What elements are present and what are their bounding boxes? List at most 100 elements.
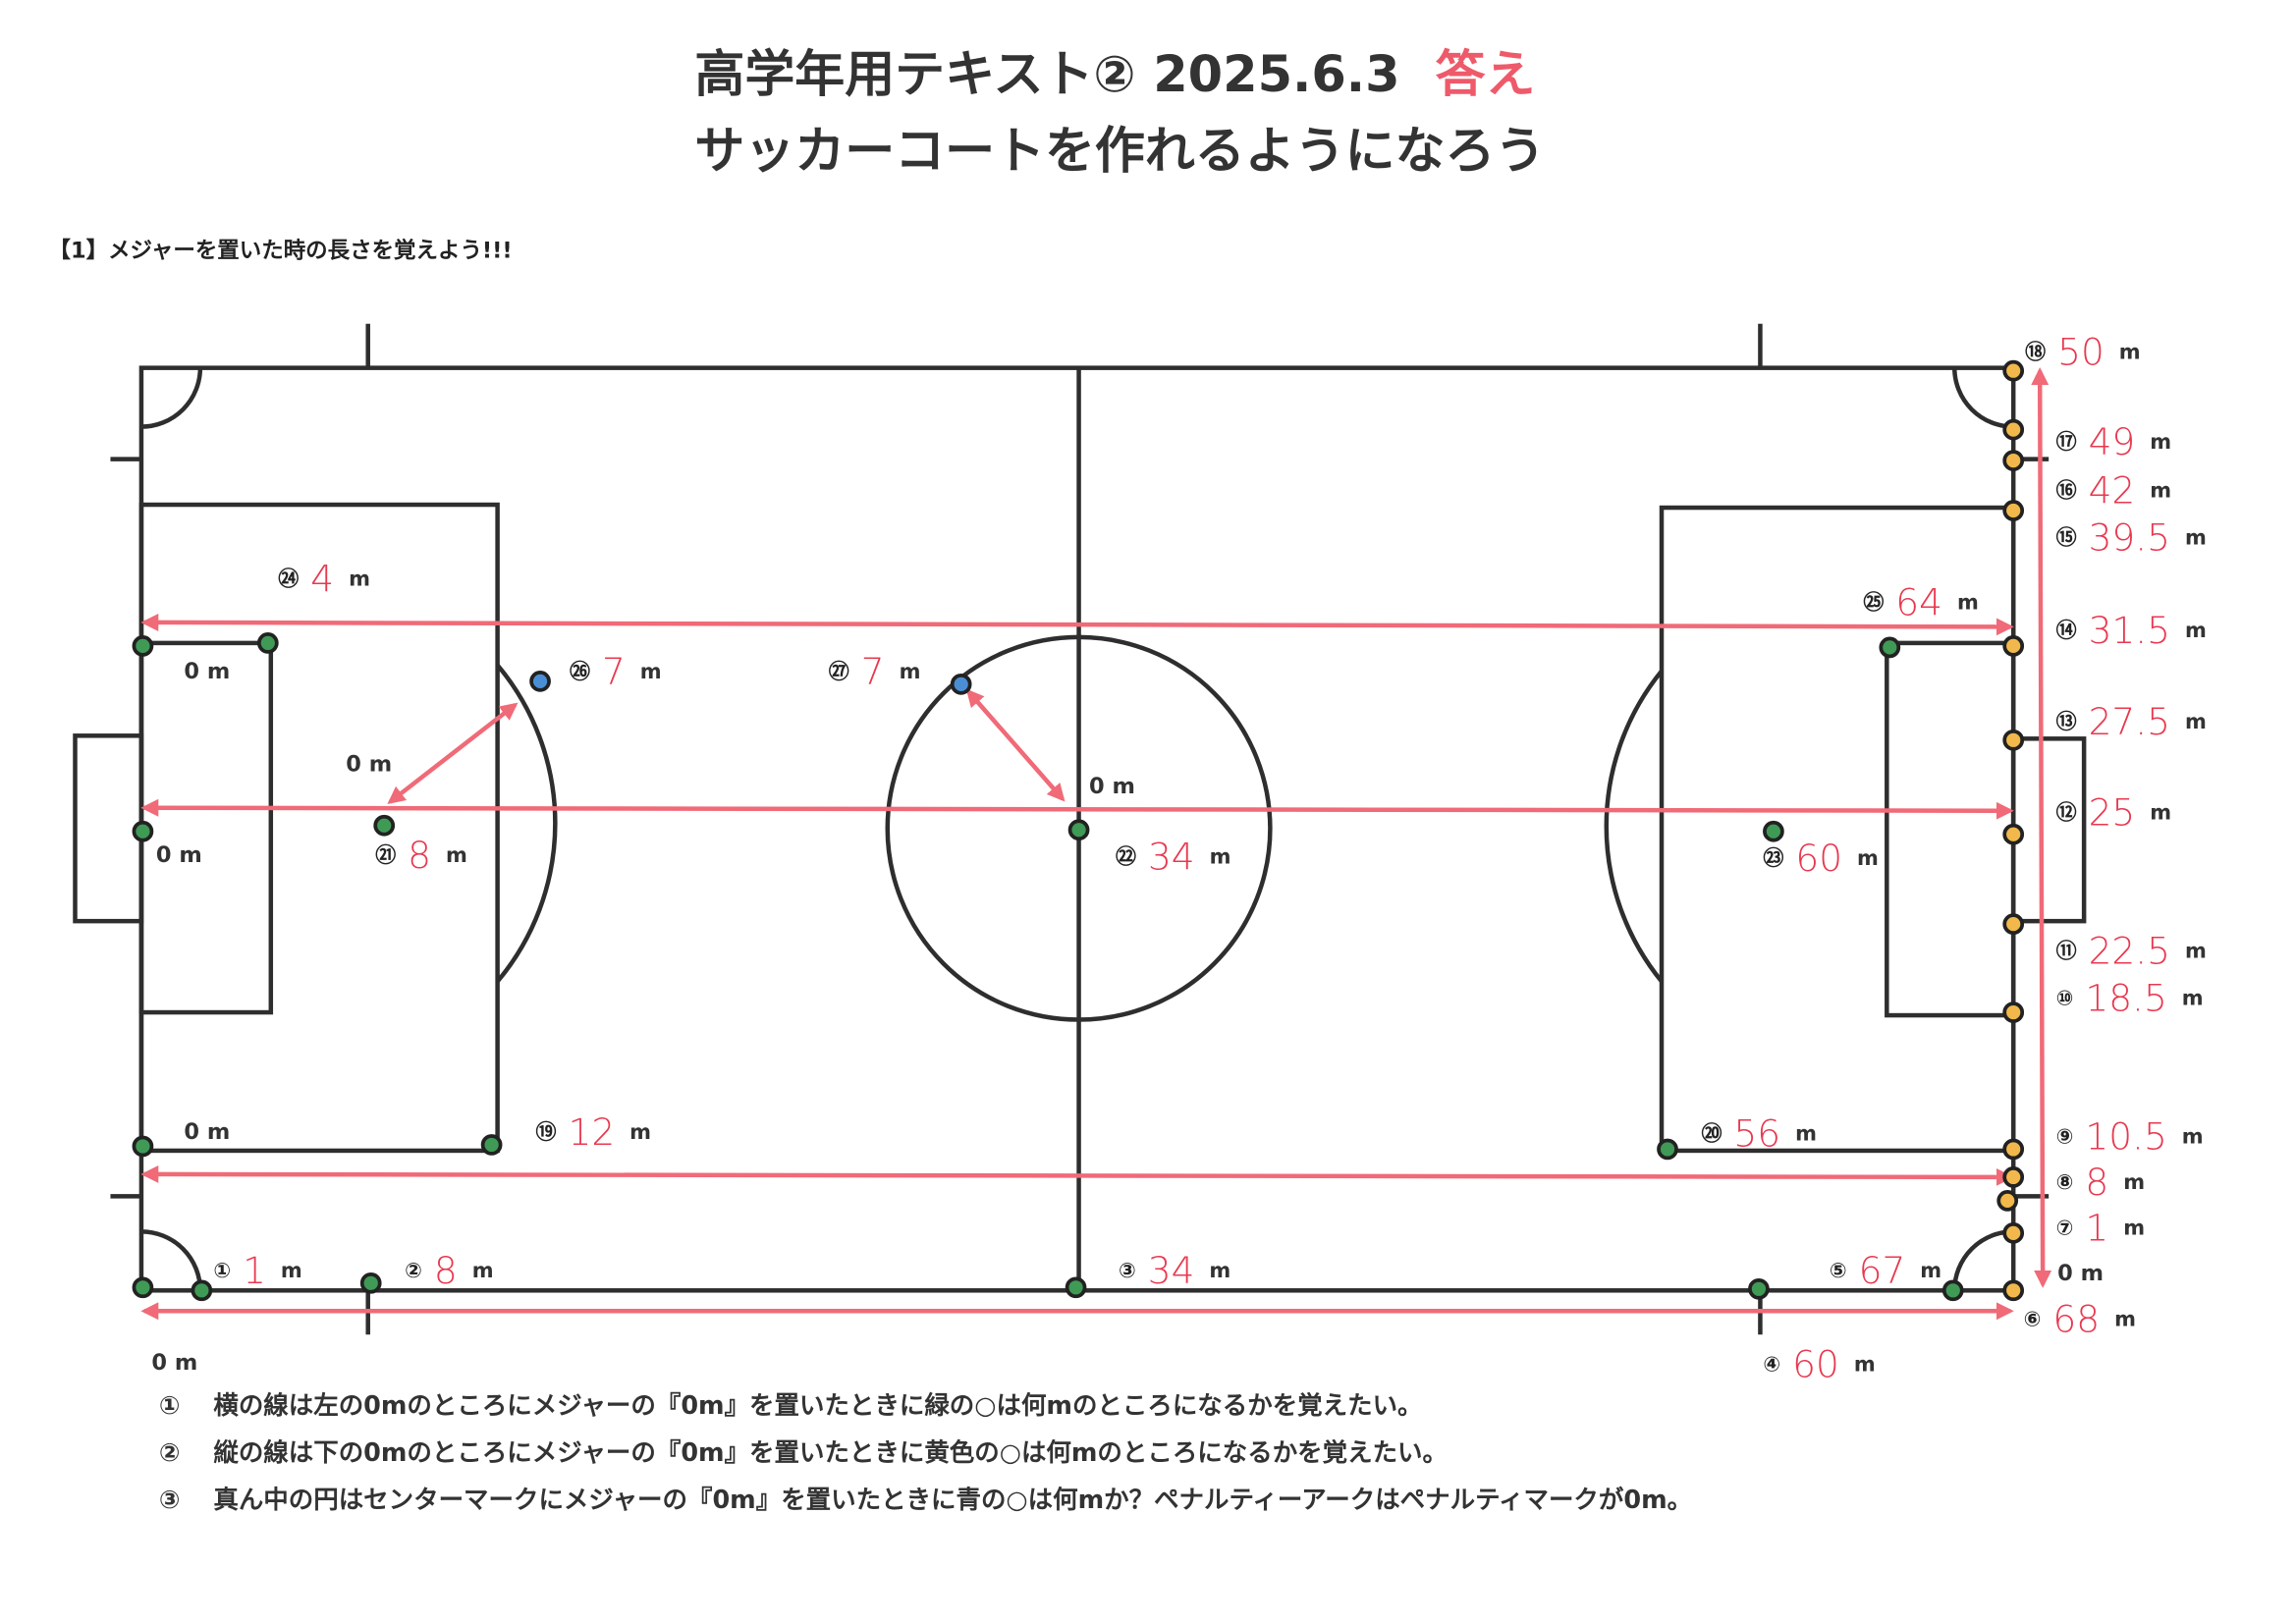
right-goal-area: [1885, 640, 2016, 1018]
zero-label: 0 m: [184, 1119, 230, 1145]
unit-label: m: [2119, 341, 2141, 364]
answer-value: 31.5: [2089, 609, 2170, 652]
unit-label: m: [2185, 710, 2207, 733]
yellow-marker-dot: [2002, 1166, 2025, 1188]
measure-arrow: [387, 702, 519, 804]
marker-number: ②: [405, 1259, 422, 1282]
marker-number: ⑮: [2056, 525, 2077, 549]
yellow-marker-dot: [2002, 1138, 2025, 1161]
unit-label: m: [2150, 801, 2171, 825]
answer-value: 8: [408, 834, 431, 877]
unit-label: m: [2150, 430, 2171, 454]
measure-arrows: [140, 367, 2052, 1321]
unit-label: m: [1795, 1121, 1817, 1145]
zero-label: 0 m: [2057, 1261, 2104, 1286]
measure-arrow: [965, 688, 1066, 802]
yellow-marker-dot: [2002, 500, 2025, 521]
yellow-marker-dot: [2002, 1001, 2025, 1023]
measure-arrow: [140, 613, 2014, 636]
title-line1: 高学年用テキスト② 2025.6.3: [694, 46, 1399, 104]
note-text: 横の線は左の0mのところにメジャーの『0m』を置いたときに緑の○は何mのところに…: [213, 1391, 1422, 1421]
yellow-marker-dot: [2002, 1279, 2025, 1302]
marker-number: ㉓: [1763, 846, 1783, 870]
marker-number: ⑩: [2056, 987, 2074, 1010]
measure-arrow: [140, 798, 2014, 820]
zero-label: 0 m: [346, 751, 392, 777]
answer-value: 64: [1895, 580, 1942, 623]
marker-number: ⑤: [1830, 1259, 1847, 1282]
left-goal: [73, 733, 144, 924]
green-marker-dot: [1065, 1276, 1087, 1299]
unit-label: m: [281, 1259, 302, 1282]
green-marker-dot: [132, 1276, 154, 1299]
measure-arrow: [140, 1164, 2014, 1186]
marker-number: ③: [1119, 1259, 1136, 1282]
left-goal-area: [138, 640, 274, 1015]
note-text: 縦の線は下の0mのところにメジャーの『0m』を置いたときに黄色の○は何mのところ…: [213, 1438, 1448, 1468]
unit-label: m: [349, 567, 370, 590]
unit-label: m: [2185, 525, 2207, 549]
green-marker-dot: [1067, 819, 1090, 841]
green-marker-dot: [1879, 636, 1901, 659]
yellow-marker-dot: [2002, 913, 2025, 936]
corner-arc: [1952, 1229, 2014, 1291]
unit-label: m: [1920, 1259, 1941, 1282]
note-text: 真ん中の円はセンターマークにメジャーの『0m』を置いたときに青の○は何mか？ペナ…: [213, 1486, 1692, 1515]
marker-number: ㉑: [375, 843, 396, 867]
measure-arrow: [2031, 367, 2052, 1288]
zero-label: 0 m: [151, 1350, 197, 1376]
unit-label: m: [2123, 1170, 2145, 1194]
marker-number: ㉕: [1863, 590, 1884, 614]
answer-value: 7: [602, 650, 626, 693]
zero-labels: 0 m 0 m 0 m 0 m 0 m 0 m 0 m: [151, 659, 2104, 1376]
unit-label: m: [2114, 1307, 2136, 1330]
marker-number: ⑦: [2056, 1216, 2074, 1239]
yellow-marker-dot: [2002, 359, 2025, 382]
answer-value: 50: [2057, 331, 2105, 374]
zero-label: 0 m: [1089, 774, 1135, 799]
answer-value: 34: [1148, 1249, 1195, 1292]
unit-label: m: [1957, 590, 1979, 614]
answer-value: 1: [2085, 1206, 2108, 1249]
right-goal: [2010, 736, 2087, 924]
yellow-marker-dot: [2002, 635, 2025, 657]
answer-value: 7: [861, 650, 885, 693]
answer-value: 12: [569, 1110, 616, 1154]
answer-value: 8: [2085, 1161, 2108, 1204]
answer-value: 68: [2052, 1297, 2100, 1340]
marker-number: ㉔: [278, 567, 299, 590]
left-penalty-arc: [495, 663, 558, 984]
yellow-marker-dot: [2002, 418, 2025, 441]
unit-label: m: [1210, 845, 1231, 869]
marker-number: ⑧: [2056, 1170, 2074, 1194]
unit-label: m: [1857, 846, 1879, 870]
unit-label: m: [2185, 619, 2207, 642]
marker-number: ⑱: [2025, 341, 2046, 364]
answer-value: 34: [1148, 836, 1195, 879]
corner-arc: [1952, 367, 2014, 429]
marker-number: ④: [1763, 1353, 1780, 1377]
blue-marker-dot: [529, 671, 551, 692]
yellow-marker-dot: [2002, 823, 2025, 845]
measurement-label: ⑱ 50 m: [2025, 331, 2140, 374]
corner-arc: [140, 1229, 203, 1291]
answer-value: 8: [434, 1249, 458, 1292]
answer-value: 10.5: [2085, 1114, 2166, 1158]
unit-label: m: [2182, 987, 2204, 1010]
